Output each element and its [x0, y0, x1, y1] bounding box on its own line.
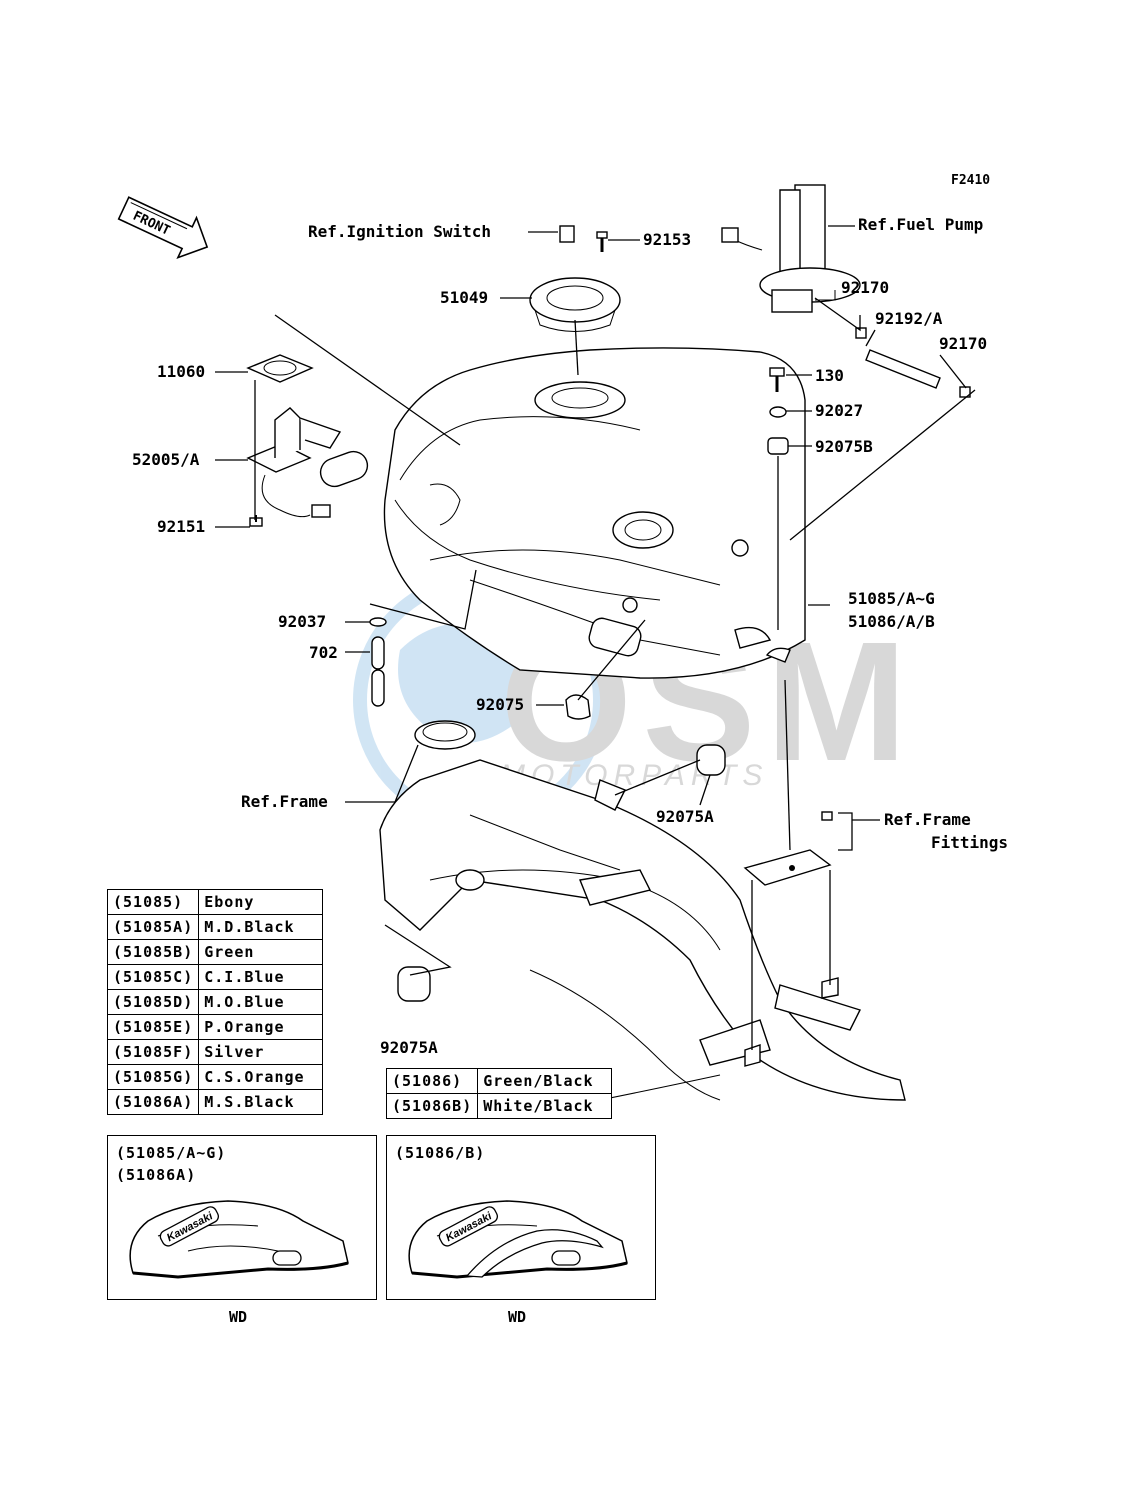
label-51049: 51049	[440, 288, 488, 307]
label-92075b: 92075B	[815, 437, 873, 456]
label-ref-frame-fittings-1: Ref.Frame	[884, 810, 971, 829]
leader-lines	[215, 225, 976, 1050]
color-name: M.D.Black	[198, 914, 324, 940]
label-ref-ignition-switch: Ref.Ignition Switch	[308, 222, 491, 241]
clip-92037	[369, 617, 387, 627]
label-52005: 52005/A	[132, 450, 200, 469]
hose-92192	[865, 349, 941, 389]
tank-illustration-1: Kawasaki	[129, 1200, 349, 1279]
color-code: (51085D)	[106, 989, 200, 1015]
variant-box-2-caption: WD	[508, 1308, 527, 1326]
gasket-11060	[246, 354, 314, 383]
color-name: Ebony	[198, 889, 324, 915]
bolt-92153	[596, 231, 608, 252]
table-row: (51085D)M.O.Blue	[106, 989, 324, 1015]
variant-box-2-line1: (51086/B)	[395, 1144, 486, 1162]
fuel-tank	[383, 347, 806, 679]
variant-box-1-line1: (51085/A~G)	[116, 1144, 227, 1162]
label-51085: 51085/A~G	[848, 589, 935, 608]
color-name: Silver	[198, 1039, 324, 1065]
label-92037: 92037	[278, 612, 326, 631]
label-92027: 92027	[815, 401, 863, 420]
color-name: Green/Black	[477, 1068, 613, 1094]
table-row: (51085E)P.Orange	[106, 1014, 324, 1040]
color-code: (51085)	[106, 889, 200, 915]
bolt-130	[769, 367, 785, 392]
label-92192: 92192/A	[875, 309, 943, 328]
table-row: (51085C)C.I.Blue	[106, 964, 324, 990]
variant-box-1-line2: (51086A)	[116, 1166, 197, 1184]
fuel-pump	[721, 184, 861, 313]
clamp-92170-a	[855, 327, 867, 339]
color-name: White/Black	[477, 1093, 613, 1119]
ignition-bushing	[559, 225, 575, 243]
label-ref-frame-fittings-2: Fittings	[931, 833, 1008, 852]
color-name: Green	[198, 939, 324, 965]
tank-illustration-2: Kawasaki	[408, 1200, 628, 1279]
collar-92027	[769, 406, 787, 418]
label-92151: 92151	[157, 517, 205, 536]
tube-702-upper	[371, 636, 385, 670]
color-name: C.S.Orange	[198, 1064, 324, 1090]
grommet-92075b	[767, 437, 789, 455]
label-92170-b: 92170	[939, 334, 987, 353]
frame-fitting-bracket	[743, 811, 839, 1067]
variant-box-1: (51085/A~G) (51086A) Kawasaki	[107, 1135, 377, 1300]
table-row: (51086)Green/Black	[385, 1068, 613, 1094]
table-row: (51085)Ebony	[106, 889, 324, 915]
color-code: (51085G)	[106, 1064, 200, 1090]
color-code: (51085B)	[106, 939, 200, 965]
front-arrow-icon: FRONT	[117, 196, 209, 260]
label-92075a-upper: 92075A	[656, 807, 714, 826]
table-row: (51085F)Silver	[106, 1039, 324, 1065]
color-table-left: (51085)Ebony (51085A)M.D.Black (51085B)G…	[106, 889, 324, 1115]
color-code: (51085E)	[106, 1014, 200, 1040]
color-code: (51086B)	[385, 1093, 479, 1119]
table-row: (51085G)C.S.Orange	[106, 1064, 324, 1090]
label-92153: 92153	[643, 230, 691, 249]
color-name: C.I.Blue	[198, 964, 324, 990]
label-702: 702	[309, 643, 338, 662]
label-ref-fuel-pump: Ref.Fuel Pump	[858, 215, 983, 234]
table-row: (51085A)M.D.Black	[106, 914, 324, 940]
callout-labels: F2410 Ref.Ignition Switch 92153 Ref.Fuel…	[132, 173, 1008, 1057]
damper-92075	[565, 694, 591, 720]
screw-92151	[249, 515, 263, 527]
damper-92075a-upper	[696, 744, 726, 776]
color-table-right: (51086)Green/Black (51086B)White/Black	[385, 1068, 613, 1119]
table-row: (51086A)M.S.Black	[106, 1089, 324, 1115]
table-row: (51086B)White/Black	[385, 1093, 613, 1119]
color-code: (51086)	[385, 1068, 479, 1094]
label-ref-frame: Ref.Frame	[241, 792, 328, 811]
damper-92075a-lower	[397, 966, 431, 1002]
color-name: M.S.Black	[198, 1089, 324, 1115]
label-92170-a: 92170	[841, 278, 889, 297]
color-code: (51085F)	[106, 1039, 200, 1065]
figure-code: F2410	[951, 173, 990, 188]
label-51086: 51086/A/B	[848, 612, 935, 631]
label-130: 130	[815, 366, 844, 385]
variant-box-1-caption: WD	[229, 1308, 248, 1326]
fuel-level-sensor	[246, 407, 369, 518]
color-code: (51086A)	[106, 1089, 200, 1115]
color-name: M.O.Blue	[198, 989, 324, 1015]
color-code: (51085A)	[106, 914, 200, 940]
label-92075a-lower: 92075A	[380, 1038, 438, 1057]
table-row: (51085B)Green	[106, 939, 324, 965]
label-11060: 11060	[157, 362, 205, 381]
variant-box-2: (51086/B) Kawasaki	[386, 1135, 656, 1300]
color-name: P.Orange	[198, 1014, 324, 1040]
label-92075: 92075	[476, 695, 524, 714]
tube-702-lower	[371, 669, 385, 707]
color-code: (51085C)	[106, 964, 200, 990]
